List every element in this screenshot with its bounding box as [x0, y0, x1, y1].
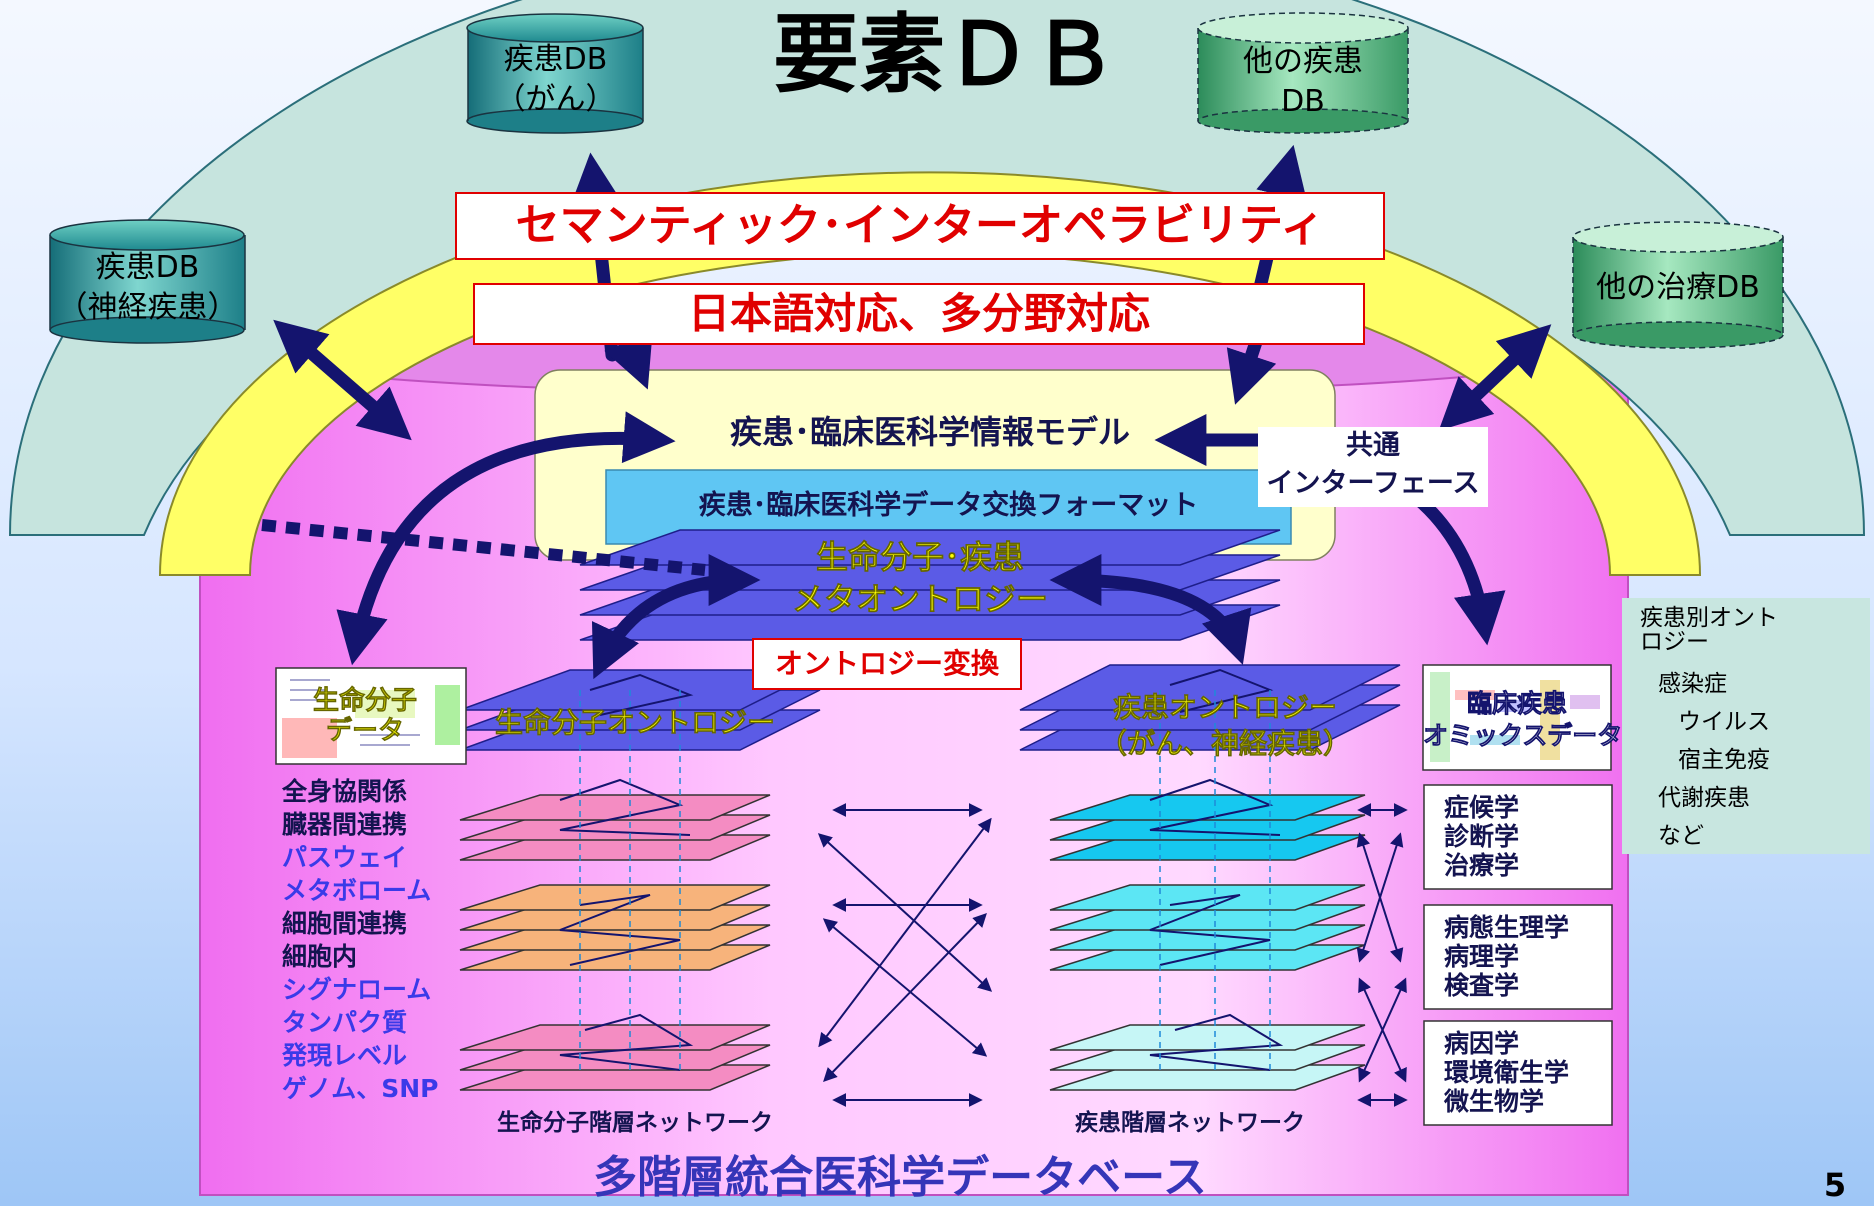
meta-ontology-line2: メタオントロジー [791, 580, 1049, 619]
clinical-omics-line1: 臨床疾患 [1466, 689, 1568, 719]
clinical-item: 病態生理学 [1444, 913, 1570, 942]
common-interface: 共通 インターフェース [1258, 427, 1488, 507]
vertical-links [579, 690, 1271, 1070]
semantic-banner: セマンティック･インターオペラビリティ [455, 192, 1385, 260]
level-item: タンパク質 [282, 1008, 408, 1037]
clinical-item: 検査学 [1444, 971, 1520, 1000]
mol-data-line2: データ [325, 716, 405, 747]
disease-specific-title: 疾患別オントロジー [1640, 605, 1778, 655]
db-neuro-label: 疾患DB （神経疾患） [50, 248, 245, 328]
disease-ontology-label: 疾患オントロジー （がん、神経疾患） [1090, 690, 1360, 762]
clinical-group-3: 病因学 環境衛生学 微生物学 [1444, 1029, 1569, 1116]
level-item: メタボローム [282, 876, 432, 905]
clinical-box-3 [1423, 1020, 1613, 1126]
disease-network-planes [1049, 794, 1366, 1091]
meta-ontology-label: 生命分子･疾患 メタオントロジー [760, 536, 1080, 620]
level-item: 発現レベル [282, 1041, 408, 1070]
level-item: ゲノム、SNP [282, 1074, 439, 1103]
level-list: 全身協関係 臓器間連携 パスウェイ メタボローム 細胞間連携 細胞内 シグナロー… [282, 775, 439, 1105]
disease-specific-item: など [1658, 823, 1704, 849]
disease-ontology-planes [1019, 664, 1401, 751]
cross-network-arrows [817, 803, 1408, 1107]
db-neuro-name: 疾患DB [95, 250, 200, 285]
level-item: シグナローム [282, 975, 432, 1004]
meta-ontology-line1: 生命分子･疾患 [815, 538, 1025, 577]
disease-specific-item: 宿主免疫 [1678, 747, 1770, 773]
disease-specific-panel [1622, 598, 1870, 854]
page-title: 要素ＤＢ [773, 5, 1117, 105]
clinical-item: 微生物学 [1444, 1087, 1545, 1116]
db-other-disease-label: 他の疾患 DB [1198, 42, 1408, 122]
dashed-link [261, 519, 706, 576]
mol-ontology-planes [459, 669, 821, 751]
disease-specific-list: 感染症 ウイルス 宿主免疫 代謝疾患 など [1658, 665, 1770, 855]
db-other-treatment-label: 他の治療DB [1596, 270, 1760, 305]
level-item: パスウェイ [282, 843, 408, 872]
mol-network-label: 生命分子階層ネットワーク [497, 1110, 773, 1136]
network-links [559, 668, 1284, 1071]
clinical-item: 病理学 [1444, 942, 1520, 971]
common-interface-line2: インターフェース [1266, 468, 1480, 499]
db-other-disease-name: 他の疾患 [1243, 44, 1363, 79]
mol-data-line1: 生命分子 [312, 686, 418, 717]
format-title: 疾患･臨床医科学データ交換フォーマット [698, 490, 1199, 521]
footer-title: 多階層統合医科学データベース [593, 1152, 1207, 1203]
db-cancer-label: 疾患DB （がん） [468, 40, 643, 120]
clinical-item: 病因学 [1444, 1029, 1520, 1058]
mol-network-planes [459, 794, 771, 1091]
db-cancer-sub: （がん） [495, 82, 616, 117]
multilingual-banner: 日本語対応、多分野対応 [473, 283, 1365, 345]
db-cylinder-other-disease [1197, 12, 1409, 134]
clinical-box-2 [1423, 904, 1613, 1010]
level-item: 臓器間連携 [282, 810, 408, 839]
db-neuro-sub: （神経疾患） [57, 290, 238, 325]
disease-ontology-line2: （がん、神経疾患） [1098, 727, 1352, 761]
info-model-title: 疾患･臨床医科学情報モデル [729, 413, 1130, 451]
ontology-conversion-box: オントロジー変換 [752, 638, 1022, 690]
mol-data-label: 生命分子 データ [305, 686, 425, 747]
clinical-item: 治療学 [1444, 851, 1520, 880]
clinical-omics-line2: オミックスデータ [1423, 721, 1623, 751]
clinical-box-1 [1423, 784, 1613, 890]
disease-specific-item: 代謝疾患 [1658, 785, 1750, 811]
clinical-omics-thumbnail [1422, 664, 1612, 771]
level-item: 細胞間連携 [282, 909, 408, 938]
disease-network-label: 疾患階層ネットワーク [1075, 1110, 1305, 1136]
db-cylinder-cancer [466, 13, 644, 134]
clinical-item: 診断学 [1444, 822, 1520, 851]
clinical-omics-label: 臨床疾患 オミックスデータ [1423, 688, 1623, 752]
db-other-disease-sub: DB [1281, 84, 1325, 119]
disease-ontology-line1: 疾患オントロジー [1112, 691, 1338, 725]
disease-specific-item: ウイルス [1678, 709, 1770, 735]
clinical-group-2: 病態生理学 病理学 検査学 [1444, 913, 1569, 1000]
db-cancer-name: 疾患DB [503, 42, 608, 77]
mol-data-thumbnail [275, 667, 467, 765]
level-item: 全身協関係 [282, 777, 408, 806]
clinical-group-1: 症候学 診断学 治療学 [1444, 793, 1519, 880]
common-interface-line1: 共通 [1346, 430, 1400, 461]
db-cylinder-other-treatment [1572, 221, 1784, 349]
db-cylinder-neuro [49, 219, 246, 344]
page-number: 5 [1823, 1166, 1847, 1204]
disease-specific-item: 感染症 [1658, 671, 1727, 697]
clinical-item: 環境衛生学 [1444, 1058, 1570, 1087]
clinical-item: 症候学 [1444, 793, 1520, 822]
level-item: 細胞内 [282, 942, 358, 971]
mol-ontology-label: 生命分子オントロジー [494, 706, 776, 740]
